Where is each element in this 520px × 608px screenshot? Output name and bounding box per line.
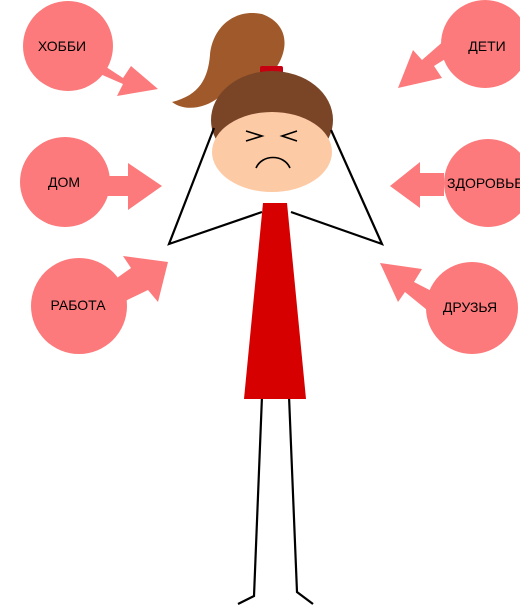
bubble-children bbox=[441, 0, 520, 88]
right-arm bbox=[290, 129, 385, 246]
bubble-label-work: РАБОТА bbox=[50, 297, 106, 313]
left-arm bbox=[167, 127, 263, 246]
bubble-home bbox=[20, 137, 110, 227]
dress bbox=[244, 203, 306, 399]
bubble-hobby bbox=[23, 1, 113, 91]
bubble-work bbox=[31, 258, 127, 354]
frown-mouth bbox=[255, 156, 291, 169]
right-leg bbox=[287, 395, 314, 605]
arrow-health bbox=[390, 162, 444, 208]
bubble-label-children: ДЕТИ bbox=[468, 38, 505, 54]
face bbox=[212, 112, 332, 192]
arrow-home bbox=[107, 163, 162, 210]
bubble-health bbox=[444, 139, 520, 227]
bubble-friends bbox=[426, 262, 518, 354]
right-eye-icon bbox=[279, 130, 298, 142]
left-leg bbox=[237, 395, 264, 605]
bubble-label-home: ДОМ bbox=[48, 174, 80, 190]
bubble-label-health: ЗДОРОВЬЕ bbox=[447, 175, 520, 191]
stressed-woman-figure bbox=[167, 13, 385, 605]
bubble-label-hobby: ХОББИ bbox=[38, 38, 86, 54]
ponytail bbox=[172, 13, 285, 108]
arrow-hobby bbox=[91, 61, 158, 96]
pressure-bubbles: ХОББИ ДОМ РАБОТА ДЕТИ ЗДОРОВЬЕ ДРУЗЬЯ bbox=[20, 0, 520, 354]
bubble-label-friends: ДРУЗЬЯ bbox=[443, 299, 497, 315]
left-eye-icon bbox=[245, 130, 265, 142]
